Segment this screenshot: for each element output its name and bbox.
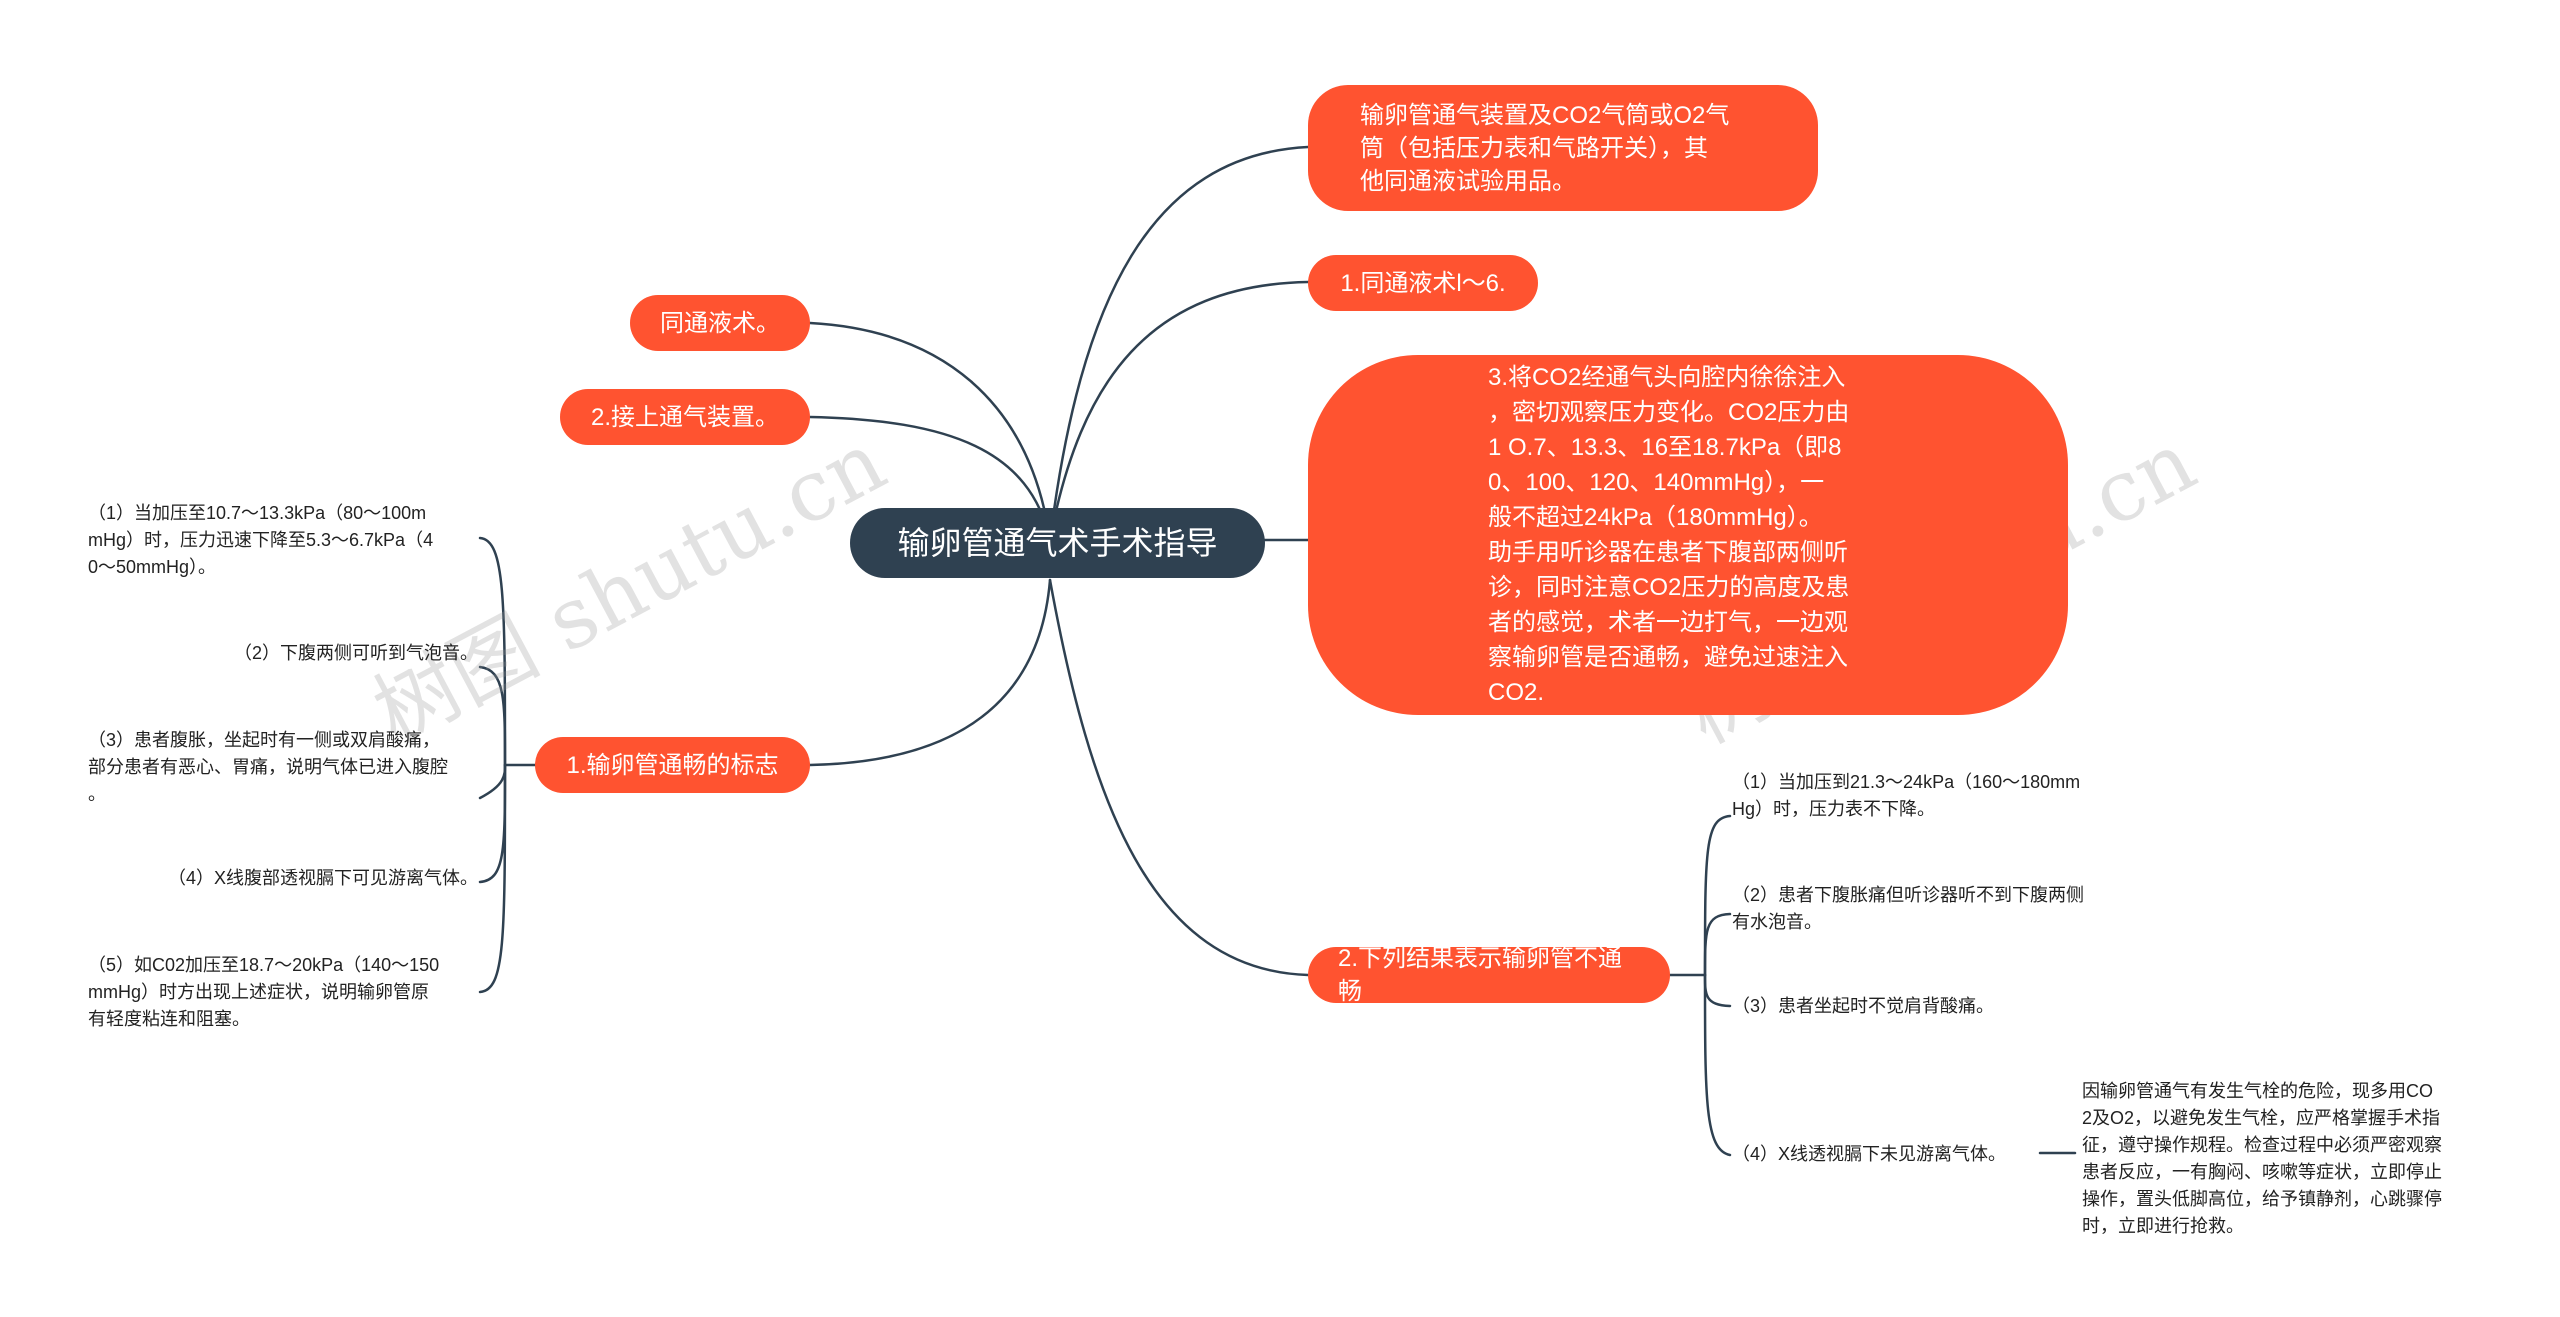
branch-r3-co2-injection[interactable]: 3.将CO2经通气头向腔内徐徐注入 ，密切观察压力变化。CO2压力由 1 O.7… (1308, 355, 2068, 715)
leaf-r4-2: （2）患者下腹胀痛但听诊器听不到下腹两侧 有水泡音。 (1732, 885, 2085, 932)
connector-root-r1 (1048, 145, 1310, 542)
connector-r4-c1 (1703, 814, 1732, 977)
connector-r4-c4 (1703, 973, 1732, 1157)
leaf-l3-4: （4）X线腹部透视膈下可见游离气体。 (167, 868, 478, 888)
branch-l2-label: 2.接上通气装置。 (590, 403, 779, 431)
branch-r1-label: 输卵管通气装置及CO2气筒或O2气 筒（包括压力表和气路开关），其 他同通液试验… (1360, 101, 1730, 195)
branch-l1-label: 同通液术。 (660, 309, 780, 337)
connector-root-l1 (808, 321, 1052, 542)
leaf-r4-4: （4）X线透视膈下未见游离气体。 (1732, 1144, 2007, 1164)
leaf-r4-3: （3）患者坐起时不觉肩背酸痛。 (1732, 996, 1995, 1016)
leaf-r4-4-note: 因输卵管通气有发生气栓的危险，现多用CO 2及O2，以避免发生气栓，应严格掌握手… (2082, 1081, 2442, 1236)
branch-r3-label: 3.将CO2经通气头向腔内徐徐注入 ，密切观察压力变化。CO2压力由 1 O.7… (1488, 364, 1850, 706)
connector-l3-c2 (478, 665, 507, 767)
root-node[interactable]: 输卵管通气术手术指导 (850, 508, 1265, 578)
connector-l3-c5 (478, 763, 507, 994)
connector-root-l3 (808, 578, 1052, 767)
branch-l3-patent-signs[interactable]: 1.输卵管通畅的标志 (535, 737, 810, 793)
branch-r2-label: 1.同通液术l～6. (1340, 269, 1506, 297)
leaf-r4-1: （1）当加压到21.3～24kPa（160～180mm Hg）时，压力表不下降。 (1732, 772, 2081, 819)
leaf-l3-2: （2）下腹两侧可听到气泡音。 (233, 643, 478, 663)
connector-root-r4 (1048, 578, 1310, 977)
branch-l2-connect-device[interactable]: 2.接上通气装置。 (560, 389, 810, 445)
branch-l1-hydrotubation[interactable]: 同通液术。 (630, 295, 810, 351)
root-label: 输卵管通气术手术指导 (897, 525, 1218, 561)
leaf-l3-1: （1）当加压至10.7～13.3kPa（80～100m mHg）时，压力迅速下降… (88, 503, 434, 577)
branch-r4-label: 2.下列结果表示输卵管不通畅 (1338, 945, 1623, 1005)
branch-r2-same-as-hydrotubation[interactable]: 1.同通液术l～6. (1308, 255, 1538, 311)
leaf-l3-5: （5）如C02加压至18.7～20kPa（140～150 mmHg）时方出现上述… (88, 955, 440, 1029)
leaf-l3-3: （3）患者腹胀，坐起时有一侧或双肩酸痛， 部分患者有恶心、胃痛，说明气体已进入腹… (88, 730, 448, 804)
connector-r4-c3 (1703, 973, 1732, 1008)
branch-l3-label: 1.输卵管通畅的标志 (566, 751, 779, 779)
branch-r1-equipment[interactable]: 输卵管通气装置及CO2气筒或O2气 筒（包括压力表和气路开关），其 他同通液试验… (1308, 85, 1818, 211)
connector-root-r2 (1048, 280, 1310, 542)
branch-r4-not-patent[interactable]: 2.下列结果表示输卵管不通畅 (1308, 945, 1670, 1005)
connector-r4-c2 (1703, 912, 1732, 977)
